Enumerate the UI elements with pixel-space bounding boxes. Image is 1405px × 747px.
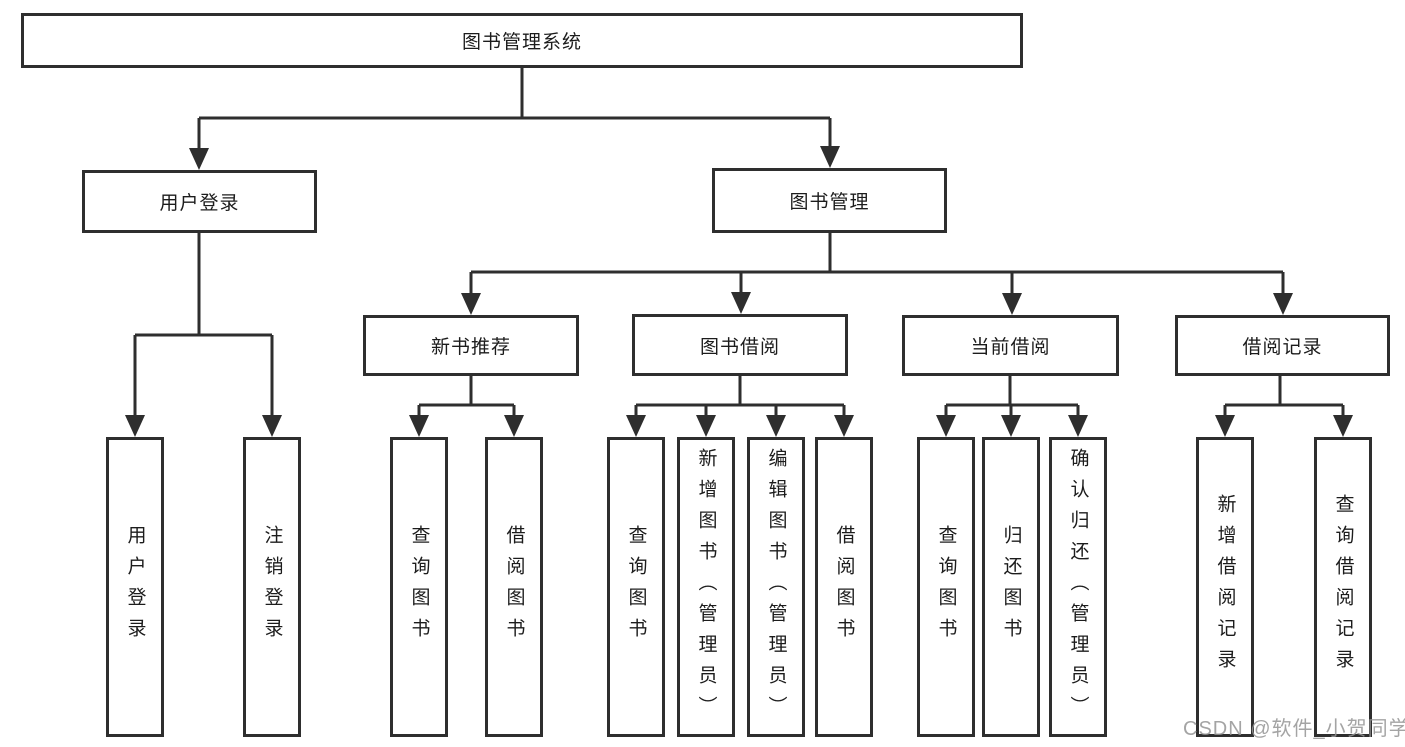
leaf-recommend-query-books-label: 查询图书 (408, 525, 430, 649)
node-root-label: 图书管理系统 (461, 32, 582, 53)
leaf-borrowing-edit-books: 编辑图书（管理员） (747, 437, 805, 737)
node-current-borrowing: 当前借阅 (902, 315, 1119, 376)
node-book-borrowing: 图书借阅 (632, 314, 848, 376)
leaf-borrowing-borrow-books: 借阅图书 (815, 437, 873, 737)
leaf-current-query-books: 查询图书 (917, 437, 975, 737)
node-borrowing-records: 借阅记录 (1175, 315, 1390, 376)
node-user-login-group: 用户登录 (82, 170, 317, 233)
leaf-logout-label: 注销登录 (261, 525, 283, 649)
node-new-book-recommend: 新书推荐 (363, 315, 579, 376)
leaf-borrowing-add-books-label: 新增图书（管理员） (695, 447, 717, 727)
leaf-recommend-borrow-books-label: 借阅图书 (503, 525, 525, 649)
leaf-records-add-record: 新增借阅记录 (1196, 437, 1254, 737)
node-book-borrowing-label: 图书借阅 (699, 336, 780, 358)
leaf-user-login: 用户登录 (106, 437, 164, 737)
leaf-current-return-books: 归还图书 (982, 437, 1040, 737)
leaf-borrowing-query-books: 查询图书 (607, 437, 665, 737)
leaf-current-confirm-return: 确认归还（管理员） (1049, 437, 1107, 737)
node-user-login-group-label: 用户登录 (159, 193, 240, 214)
leaf-user-login-label: 用户登录 (124, 525, 146, 649)
watermark: CSDN @软件_小贺同学 (1183, 718, 1405, 740)
node-current-borrowing-label: 当前借阅 (970, 337, 1051, 358)
node-book-management: 图书管理 (712, 168, 947, 233)
leaf-current-return-books-label: 归还图书 (1000, 525, 1022, 649)
leaf-borrowing-query-books-label: 查询图书 (625, 525, 647, 649)
node-new-book-recommend-label: 新书推荐 (430, 337, 511, 358)
leaf-records-query-record: 查询借阅记录 (1314, 437, 1372, 737)
node-borrowing-records-label: 借阅记录 (1242, 337, 1323, 358)
leaf-recommend-borrow-books: 借阅图书 (485, 437, 543, 737)
node-book-management-label: 图书管理 (789, 192, 870, 213)
leaf-recommend-query-books: 查询图书 (390, 437, 448, 737)
leaf-borrowing-borrow-books-label: 借阅图书 (833, 525, 855, 649)
leaf-borrowing-add-books: 新增图书（管理员） (677, 437, 735, 737)
leaf-records-query-record-label: 查询借阅记录 (1332, 494, 1354, 680)
leaf-logout: 注销登录 (243, 437, 301, 737)
leaf-current-confirm-return-label: 确认归还（管理员） (1067, 447, 1089, 727)
leaf-records-add-record-label: 新增借阅记录 (1214, 494, 1236, 680)
leaf-current-query-books-label: 查询图书 (935, 525, 957, 649)
leaf-borrowing-edit-books-label: 编辑图书（管理员） (765, 447, 787, 727)
node-root: 图书管理系统 (21, 13, 1023, 68)
